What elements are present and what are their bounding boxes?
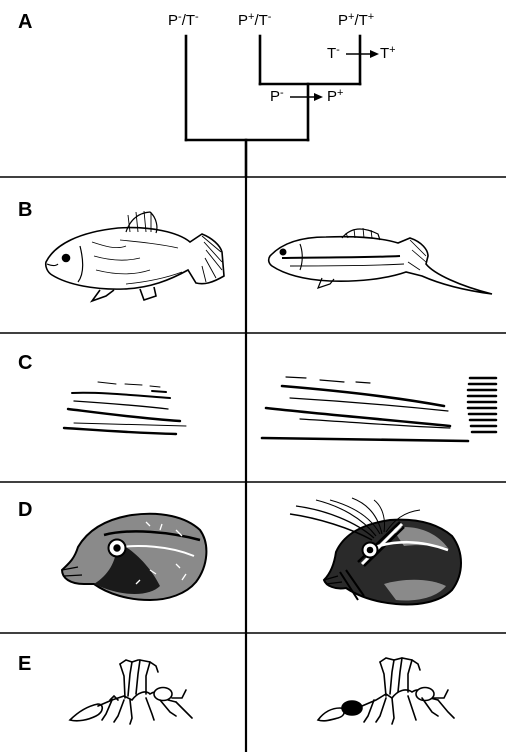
head-without-ornament xyxy=(62,514,206,600)
transition-arrow-t xyxy=(346,50,379,58)
phylogeny-tree xyxy=(186,36,360,176)
fish-without-sword xyxy=(46,211,224,301)
insect-with-swelling xyxy=(318,658,454,724)
fin-rays-without-sword xyxy=(64,382,186,434)
head-with-ornament xyxy=(290,498,461,604)
fin-rays-with-sword xyxy=(262,377,496,441)
transition-arrow-p xyxy=(290,93,323,101)
swordtail-fish xyxy=(269,228,492,294)
insect-without-swelling xyxy=(70,660,192,724)
